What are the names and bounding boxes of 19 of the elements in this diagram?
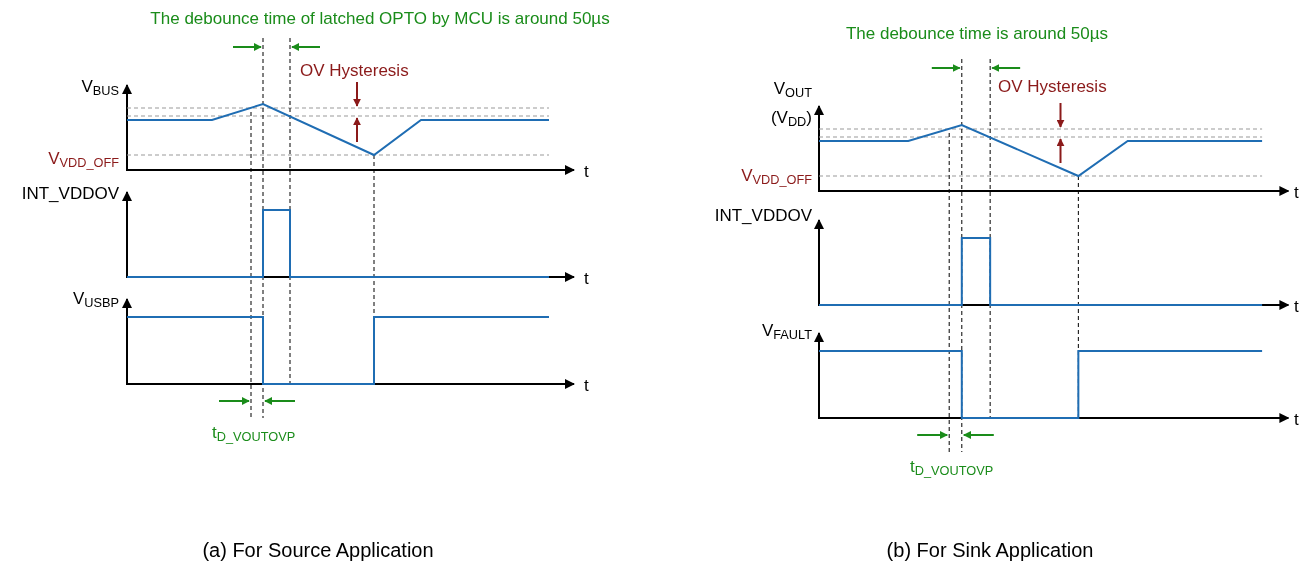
annotation-text: The debounce time is around 50µs (845, 24, 1109, 42)
axis-label: t (1294, 410, 1299, 428)
signal-name: (V$_{DD}$) (770, 108, 812, 126)
axis-label: t (584, 376, 589, 394)
signal-name: V$_{BUS}$ (81, 77, 119, 95)
hysteresis-label: OV Hysteresis (998, 77, 1107, 95)
signal-name: V$_{FAULT}$ (761, 321, 812, 339)
axis-label: t (584, 162, 589, 180)
hysteresis-label: OV Hysteresis (300, 61, 409, 79)
caption: (b) For Sink Application (886, 540, 1094, 560)
signal-name: INT_VDDOV (714, 206, 812, 224)
caption: (a) For Source Application (202, 540, 434, 560)
axis-label: t (1294, 183, 1299, 201)
signal-name: V$_{OUT}$ (773, 79, 812, 97)
signal-name: INT_VDDOV (21, 184, 119, 202)
axis-label: t (1294, 297, 1299, 315)
axis-label: t (584, 269, 589, 287)
signal-name: V$_{USBP}$ (72, 289, 119, 307)
annotation-text: The debounce time of latched OPTO by MCU is around 50µs (150, 9, 610, 27)
